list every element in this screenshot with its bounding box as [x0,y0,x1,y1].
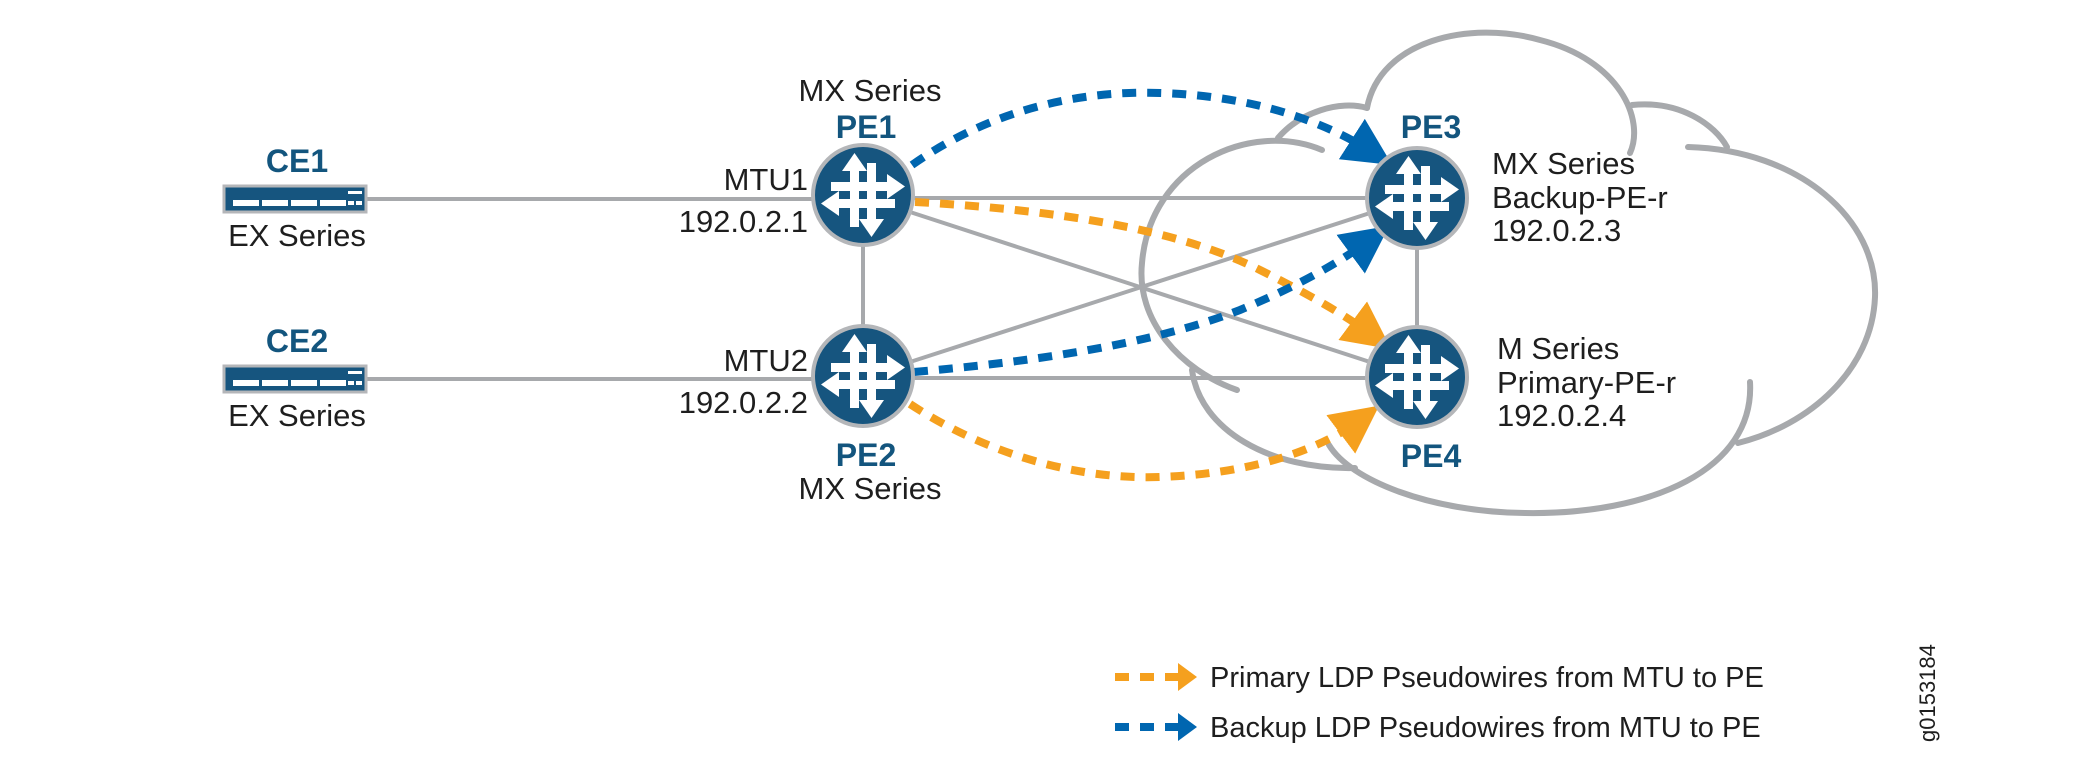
pe2-series: MX Series [799,471,942,506]
cloud-top-bump [1364,29,1637,156]
cloud-right-lobe [1685,144,1879,446]
figure-id: g0153184 [1915,644,1940,742]
pe3-role: Backup-PE-r [1492,180,1668,215]
cloud-right-small-bump [1629,101,1730,150]
legend-primary-label: Primary LDP Pseudowires from MTU to PE [1210,662,1764,694]
pe4-device[interactable]: M Series Primary-PE-r 192.0.2.4 PE4 [1365,325,1676,474]
legend-backup-arrow-icon [1178,713,1197,741]
ce1-name: CE1 [266,143,328,179]
primary-pw-pe1-pe4 [914,198,1392,350]
physical-links [366,196,1419,381]
pe3-name: PE3 [1401,109,1461,145]
legend-item-backup: Backup LDP Pseudowires from MTU to PE [1115,712,1761,744]
pe4-name: PE4 [1401,438,1462,474]
cloud-top-left-bump [1275,102,1370,141]
pe4-role: Primary-PE-r [1497,365,1676,400]
pe1-role: MTU1 [724,162,808,197]
pe4-ip: 192.0.2.4 [1497,398,1626,433]
cloud-bottom-bump [1326,379,1754,517]
pe2-ip: 192.0.2.2 [679,385,808,420]
pe1-name: PE1 [836,109,896,145]
legend-backup-label: Backup LDP Pseudowires from MTU to PE [1210,712,1761,744]
backup-pw-pe2-pe3 [913,225,1390,376]
pe1-ip: 192.0.2.1 [679,204,808,239]
ce1-series: EX Series [228,218,366,253]
pe2-role: MTU2 [724,343,808,378]
pe1-device[interactable]: MX Series PE1 MTU1 192.0.2.1 [679,73,942,247]
network-cloud [1138,29,1879,517]
cloud-left-lobe [1138,137,1325,393]
pseudowires [907,88,1393,482]
ce1-device[interactable]: CE1 EX Series [222,143,368,253]
ce2-series: EX Series [228,398,366,433]
pe4-series: M Series [1497,331,1619,366]
router-icon [1365,146,1469,250]
legend-item-primary: Primary LDP Pseudowires from MTU to PE [1115,662,1764,694]
primary-pw-pe2-pe4 [907,400,1380,482]
backup-pw-pe1-pe3 [909,88,1393,169]
pe3-series: MX Series [1492,146,1635,181]
router-icon [1365,325,1469,429]
router-icon [811,143,915,247]
switch-icon [222,364,368,394]
switch-icon [222,184,368,214]
pe3-device[interactable]: PE3 MX Series Backup-PE-r 192.0.2.3 [1365,109,1668,250]
cloud-bottom-left-lobe [1189,367,1358,472]
pe1-series: MX Series [799,73,942,108]
legend: Primary LDP Pseudowires from MTU to PE B… [1115,662,1764,744]
ce2-name: CE2 [266,323,328,359]
pe2-device[interactable]: MTU2 192.0.2.2 PE2 MX Series [679,324,942,506]
ce2-device[interactable]: CE2 EX Series [222,323,368,433]
legend-primary-arrow-icon [1178,663,1197,691]
link-pe2-pe3 [909,211,1371,364]
pe3-ip: 192.0.2.3 [1492,213,1621,248]
router-icon [811,324,915,428]
pe2-name: PE2 [836,437,896,473]
